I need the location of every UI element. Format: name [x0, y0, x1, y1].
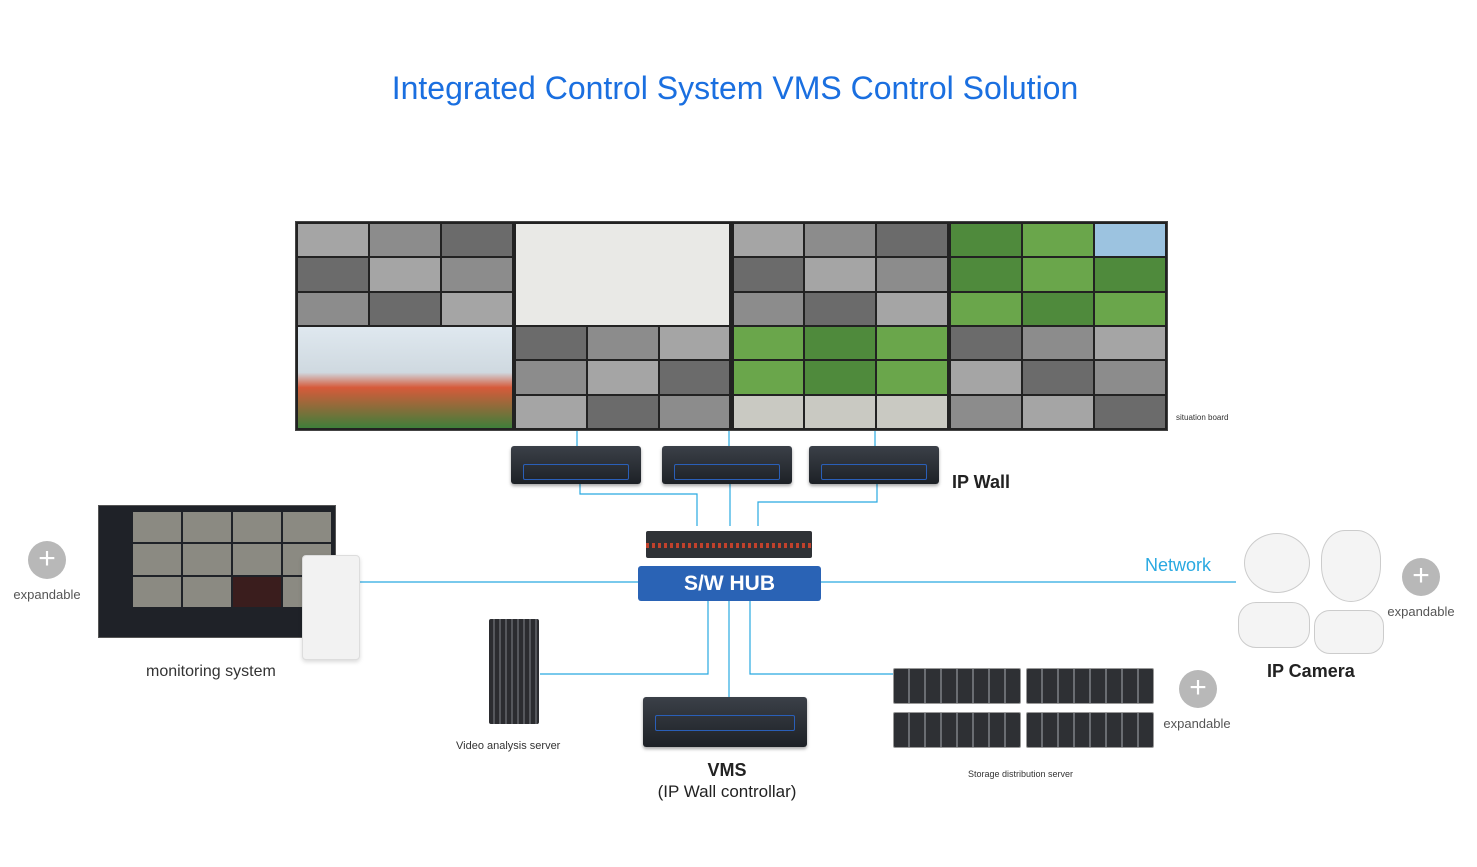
monitor-icon	[98, 505, 336, 638]
network-switch-icon	[646, 531, 812, 558]
ip-wall-label: IP Wall	[952, 472, 1011, 492]
plus-icon[interactable]: +	[1179, 670, 1217, 708]
monitoring-label: monitoring system	[146, 663, 276, 680]
vms-sub-label: (IP Wall controllar)	[657, 782, 797, 801]
storage-server-icon	[1026, 668, 1154, 704]
tower-pc-icon	[302, 555, 360, 660]
wall-panel-3	[731, 222, 950, 430]
expandable-label: expandable	[13, 587, 81, 602]
ip-camera-label: IP Camera	[1267, 661, 1355, 681]
dome-camera-icon	[1244, 533, 1310, 593]
plus-icon[interactable]: +	[1402, 558, 1440, 596]
storage-server-icon	[893, 712, 1021, 748]
video-analysis-label: Video analysis server	[456, 740, 561, 752]
situation-board-label: situation board	[1176, 413, 1229, 422]
rack-server-icon	[662, 446, 792, 484]
wall-panel-2	[513, 222, 732, 430]
page-title: Integrated Control System VMS Control So…	[391, 70, 1079, 106]
tower-pc-icon	[489, 619, 539, 724]
sw-hub-label: S/W HUB	[638, 566, 821, 601]
expandable-label: expandable	[1163, 716, 1231, 731]
wall-panel-1	[296, 222, 514, 430]
rack-server-icon	[643, 697, 807, 747]
plus-icon[interactable]: +	[28, 541, 66, 579]
bullet-camera-icon	[1314, 610, 1384, 654]
expandable-label: expandable	[1387, 604, 1455, 619]
storage-label: Storage distribution server	[968, 769, 1074, 779]
vms-label: VMS	[707, 760, 747, 780]
wall-panel-4	[949, 222, 1167, 430]
rack-server-icon	[809, 446, 939, 484]
storage-server-icon	[893, 668, 1021, 704]
ptz-camera-icon	[1321, 530, 1381, 602]
bullet-camera-icon	[1238, 602, 1310, 648]
video-wall-image	[295, 221, 1168, 431]
rack-server-icon	[511, 446, 641, 484]
network-label: Network	[1145, 555, 1212, 575]
storage-server-icon	[1026, 712, 1154, 748]
